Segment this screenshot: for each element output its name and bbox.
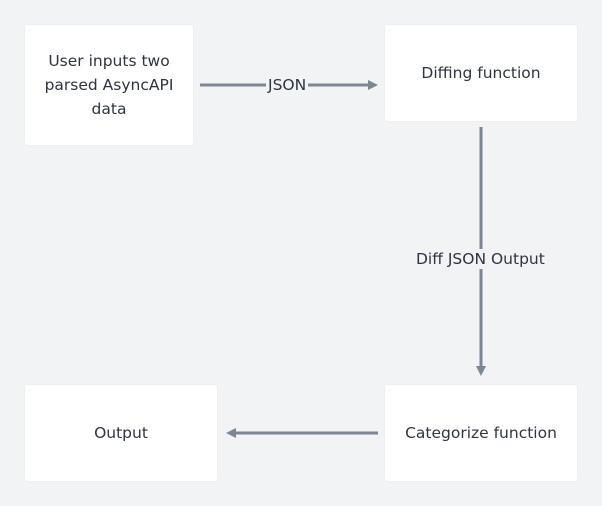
edge-label-diff-json-output: Diff JSON Output xyxy=(414,249,547,269)
node-diffing-function-label: Diffing function xyxy=(421,64,541,82)
node-categorize-function-label: Categorize function xyxy=(405,424,557,442)
node-user-input: User inputs two parsed AsyncAPI data xyxy=(25,25,193,145)
edge-label-json: JSON xyxy=(266,75,309,95)
node-output: Output xyxy=(25,385,217,481)
node-output-label: Output xyxy=(94,424,148,442)
node-diffing-function: Diffing function xyxy=(385,25,577,121)
node-categorize-function: Categorize function xyxy=(385,385,577,481)
node-user-input-label: User inputs two parsed AsyncAPI data xyxy=(44,52,174,118)
